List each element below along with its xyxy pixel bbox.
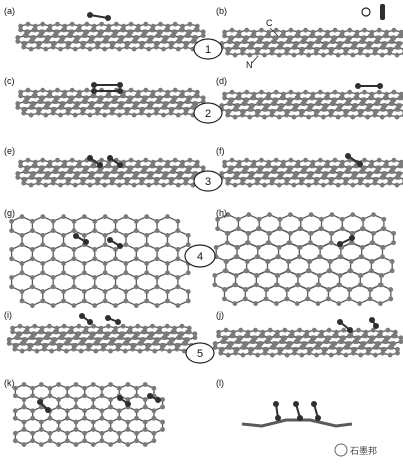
molecule-g-left [73, 233, 89, 245]
panel-label-c: (c) [4, 76, 15, 86]
nitrogen-label: N [246, 60, 253, 70]
molecule-i-left [79, 313, 93, 325]
sheet-g [9, 214, 191, 308]
graphene-sheets [6, 21, 403, 447]
step-number-1: 1 [205, 44, 211, 56]
molecule-d [355, 83, 383, 89]
molecule-i-right [105, 315, 121, 325]
molecule-k-1 [37, 399, 51, 413]
step-marker-2: 2 [193, 102, 223, 124]
panel-label-a: (a) [4, 6, 15, 16]
panel-label-h: (h) [216, 208, 227, 218]
molecule-j-right [369, 317, 379, 329]
watermark-text: 石墨邦 [350, 445, 377, 457]
sheet-h [212, 212, 396, 306]
step-marker-5: 5 [185, 342, 215, 364]
molecule-f [345, 153, 363, 167]
molecule-k-2 [117, 395, 131, 407]
watermark: 石墨邦 [334, 443, 377, 457]
sheet-e [15, 157, 206, 188]
molecule-e-left [87, 155, 103, 168]
panel-label-b: (b) [216, 6, 227, 16]
molecule-a [87, 12, 111, 21]
sheet-c [15, 87, 206, 118]
molecule-l-3 [311, 401, 321, 421]
molecule-l-2 [293, 401, 303, 421]
panel-label-i: (i) [4, 310, 12, 320]
sheet-i [6, 323, 198, 354]
sheet-b [219, 27, 403, 58]
oxygen-atom-icon [361, 7, 371, 17]
sheet-j [212, 327, 403, 358]
panel-label-l: (l) [216, 378, 224, 388]
panel-label-j: (j) [216, 310, 224, 320]
sheet-f [219, 157, 403, 188]
step-number-5: 5 [197, 348, 203, 360]
sheet-k [12, 382, 165, 447]
sheet-l-side-view [241, 418, 353, 428]
adsorbed-molecules [37, 12, 383, 421]
molecule-l-1 [273, 401, 281, 421]
carbon-label: C [266, 18, 273, 28]
atom-legend: C N [246, 4, 385, 70]
molecule-icon [380, 4, 385, 20]
molecule-e-right [107, 155, 123, 168]
panel-label-e: (e) [4, 146, 15, 156]
panel-label-g: (g) [4, 208, 15, 218]
molecule-j-left [337, 319, 353, 333]
wechat-icon [334, 443, 348, 457]
sheet-d [219, 89, 403, 120]
molecule-g-right [107, 237, 123, 249]
molecule-k-3 [147, 393, 161, 403]
panel-label-d: (d) [216, 76, 227, 86]
step-number-3: 3 [205, 176, 211, 188]
step-marker-3: 3 [193, 170, 223, 192]
molecule-c-lower [91, 88, 123, 94]
step-number-2: 2 [205, 108, 211, 120]
step-marker-1: 1 [193, 38, 223, 60]
molecule-c [91, 82, 123, 88]
molecule-h [337, 235, 355, 247]
step-number-4: 4 [197, 251, 203, 263]
panel-label-k: (k) [4, 378, 15, 388]
sheet-a [15, 21, 206, 52]
step-marker-4: 4 [184, 244, 216, 268]
panel-label-f: (f) [216, 146, 225, 156]
